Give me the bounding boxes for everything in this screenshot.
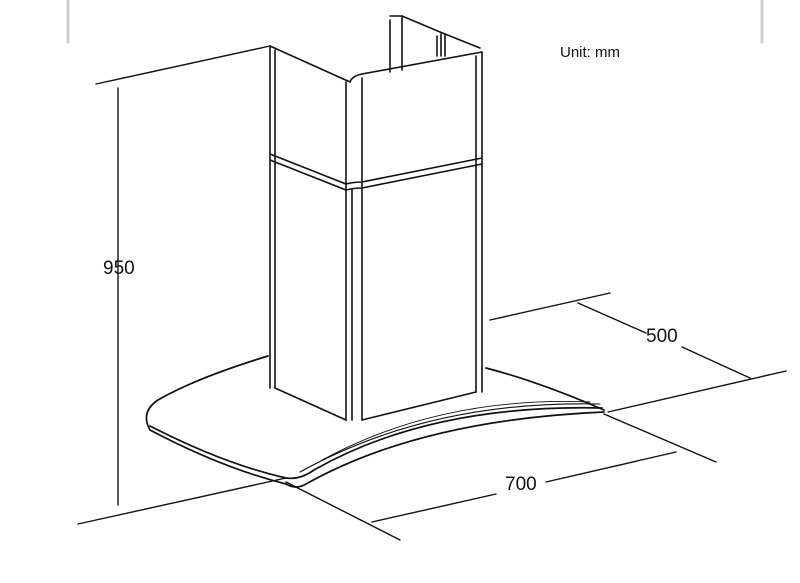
- depth-extension-back: [489, 292, 611, 321]
- unit-label: Unit: mm: [560, 44, 620, 61]
- canopy-glass-highlight-1: [299, 403, 601, 473]
- chimney-top-left: [269, 45, 351, 83]
- depth-dimension-line-1: [577, 302, 647, 334]
- joint-band-right-bottom: [345, 163, 483, 191]
- depth-extension-front: [607, 370, 787, 413]
- upper-chimney-top-right: [439, 31, 481, 49]
- upper-chimney-top: [401, 15, 441, 33]
- canopy-front-inner-edge: [149, 406, 603, 480]
- width-dimension-line-1: [371, 493, 497, 523]
- depth-dimension-line-2: [681, 346, 751, 379]
- depth-dimension-label: 500: [646, 326, 678, 347]
- joint-band-left-top: [269, 153, 347, 185]
- canopy: [145, 355, 605, 488]
- chimney: [269, 15, 483, 421]
- chimney-base-right: [361, 391, 477, 421]
- width-dimension-line-2: [545, 451, 677, 483]
- height-dimension-label: 950: [103, 258, 135, 279]
- width-extension-right: [603, 413, 717, 463]
- canopy-front-outer-edge: [149, 411, 605, 488]
- height-extension-top: [95, 45, 271, 85]
- width-extension-left: [285, 481, 401, 541]
- joint-band-left-bottom: [269, 159, 347, 191]
- canopy-back-edge: [145, 355, 269, 431]
- chimney-top-corner: [349, 51, 483, 83]
- canopy-glass-highlight-2: [321, 401, 591, 461]
- chimney-base-left: [274, 387, 347, 421]
- height-extension-bottom: [77, 477, 287, 525]
- joint-band-right-top: [345, 157, 483, 185]
- width-dimension-label: 700: [505, 474, 537, 495]
